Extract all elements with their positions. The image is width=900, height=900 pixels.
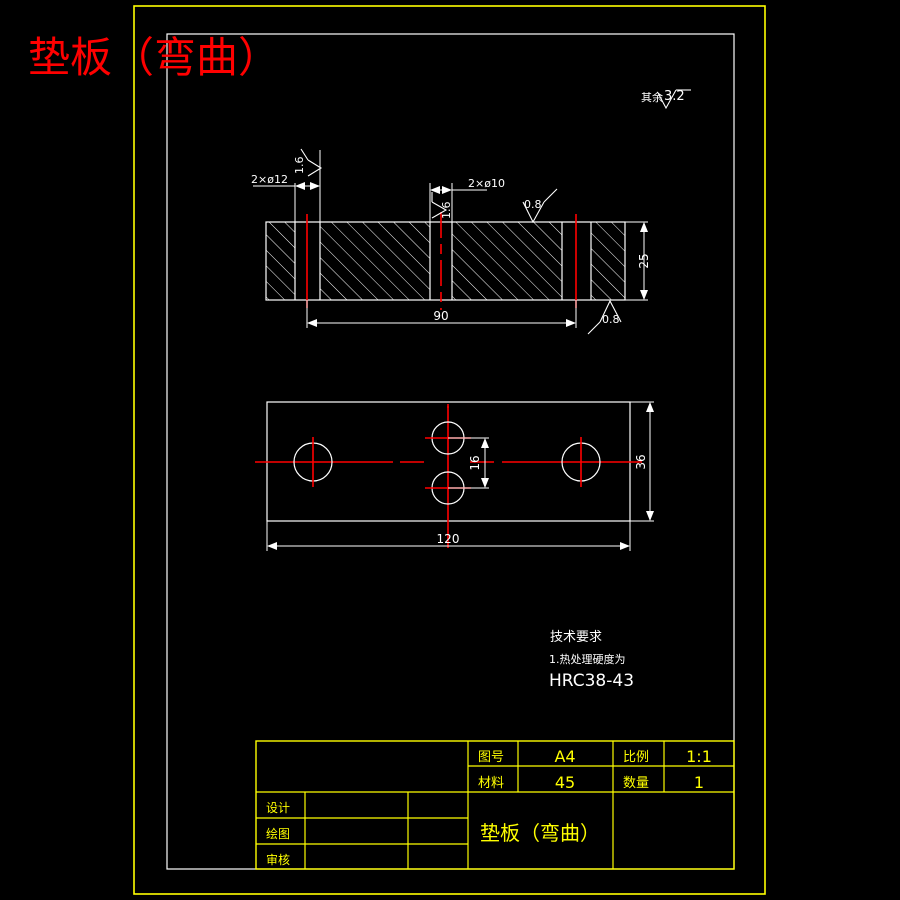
value-drawing-no: A4 xyxy=(554,747,575,766)
section-hatch-block-1 xyxy=(266,222,295,300)
section-hatch-block-2 xyxy=(320,222,430,300)
finish-br-bar xyxy=(587,321,601,335)
general-roughness-value: 3.2 xyxy=(664,89,685,104)
label-role-check: 审核 xyxy=(266,852,290,867)
callout-2xo10-label: 2×ø10 xyxy=(468,177,505,190)
dimension-120: 120 xyxy=(266,521,631,551)
callout-2xo12: 2×ø12 xyxy=(251,150,321,222)
section-view: 2×ø12 1.6 2×ø10 1.6 0.8 xyxy=(251,148,651,335)
title-block-border xyxy=(255,740,735,870)
finish-tr-triangle xyxy=(522,201,545,224)
section-hatch-block-3 xyxy=(452,222,562,300)
plan-hole-right xyxy=(561,437,601,487)
plan-hole-left xyxy=(293,437,333,487)
finish-symbol-bottom-right: 0.8 xyxy=(587,299,622,335)
dimension-height-25: 25 xyxy=(625,221,651,301)
tech-req-line-2: HRC38-43 xyxy=(549,671,634,691)
label-quantity: 数量 xyxy=(623,776,649,791)
dimension-length-90: 90 xyxy=(306,300,577,328)
label-material: 材料 xyxy=(478,776,504,791)
tech-req-line-1: 1.热处理硬度为 xyxy=(549,652,626,666)
finish-tr-value: 0.8 xyxy=(524,198,542,211)
value-material: 45 xyxy=(555,773,575,792)
title-block: 图号 A4 比例 1:1 材料 45 数量 1 设计 绘图 审核 垫板（弯曲） xyxy=(255,740,735,870)
finish-br-triangle xyxy=(599,299,622,323)
label-drawing-no: 图号 xyxy=(478,750,504,765)
sheet-border xyxy=(133,5,766,895)
finish-left-triangle xyxy=(307,159,323,177)
title-block-part-title: 垫板（弯曲） xyxy=(480,821,600,845)
finish-left-bar xyxy=(300,148,309,161)
finish-left-value: 1.6 xyxy=(293,157,306,175)
callout-2xo12-label: 2×ø12 xyxy=(251,173,288,186)
general-roughness-symbol: 其余 3.2 xyxy=(641,89,691,110)
technical-requirements: 技术要求 1.热处理硬度为 HRC38-43 xyxy=(549,630,634,691)
label-role-design: 设计 xyxy=(266,801,290,815)
dimension-16-label: 16 xyxy=(468,455,482,470)
title-banner: 垫板（弯曲） xyxy=(28,33,280,82)
finish-mid-triangle xyxy=(431,201,448,219)
tech-req-heading: 技术要求 xyxy=(550,630,602,645)
finish-symbol-left: 1.6 xyxy=(293,148,323,177)
general-roughness-label: 其余 xyxy=(641,90,663,104)
dimension-25-label: 25 xyxy=(637,253,651,268)
plan-view: 16 36 120 xyxy=(255,401,654,551)
dimension-36-label: 36 xyxy=(634,454,648,469)
finish-tr-bar xyxy=(543,188,558,203)
dimension-16: 16 xyxy=(448,437,489,489)
callout-2xo10: 2×ø10 xyxy=(429,177,505,222)
label-role-draw: 绘图 xyxy=(266,826,290,841)
value-scale: 1:1 xyxy=(686,747,712,766)
dimension-120-label: 120 xyxy=(437,532,460,546)
finish-symbol-mid: 1.6 xyxy=(431,192,453,220)
finish-symbol-top-right: 0.8 xyxy=(522,188,558,224)
dimension-90-label: 90 xyxy=(433,309,448,323)
label-scale: 比例 xyxy=(623,750,649,765)
section-outline xyxy=(265,221,626,301)
dimension-36: 36 xyxy=(630,401,654,522)
section-hatch-block-4 xyxy=(591,222,625,300)
roughness-triangle xyxy=(657,89,677,110)
finish-mid-value: 1.6 xyxy=(440,202,453,220)
finish-br-value: 0.8 xyxy=(602,313,620,326)
value-quantity: 1 xyxy=(694,773,704,792)
